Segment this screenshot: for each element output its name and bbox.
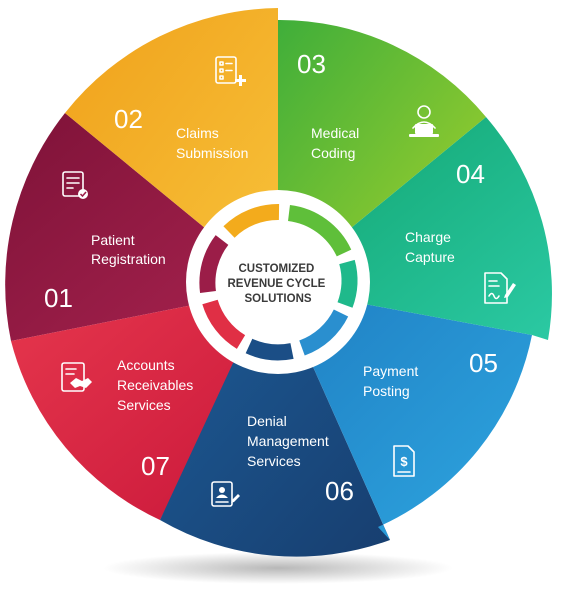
center-line-2: REVENUE CYCLE: [228, 278, 326, 290]
diagram-shadow: [103, 552, 453, 584]
segment-01-label: Patient Registration: [91, 232, 166, 267]
profile-document-icon: [211, 481, 240, 507]
segment-02-label: Claims Submission: [176, 125, 248, 161]
cycle-arrow-red: [202, 299, 246, 349]
segment-04-content: 04 Charge Capture: [405, 159, 516, 304]
cycle-arrows: [199, 204, 358, 361]
segment-07-label: Accounts Receivables Services: [117, 357, 197, 413]
segment-06-content: 06 Denial Management Services: [211, 413, 354, 507]
center-title: CUSTOMIZED REVENUE CYCLE SOLUTIONS: [228, 263, 329, 305]
segment-03-content: 03 Medical Coding: [297, 49, 439, 161]
segment-07-content: 07 Accounts Receivables Services: [61, 357, 197, 481]
segment-01-content: 01 Patient Registration: [44, 171, 166, 313]
segment-07-number: 07: [141, 451, 170, 481]
cycle-arrow-yellow: [223, 204, 280, 238]
segment-04-label: Charge Capture: [405, 229, 455, 265]
segment-06-number: 06: [325, 476, 354, 506]
center-line-1: CUSTOMIZED: [238, 263, 314, 275]
segment-05-number: 05: [469, 348, 498, 378]
signed-document-icon: [484, 272, 516, 304]
registration-form-icon: [62, 171, 88, 199]
segment-02-content: 02 Claims Submission: [114, 56, 248, 161]
cycle-arrow-maroon: [199, 235, 229, 294]
center-inner-white: [220, 224, 336, 340]
svg-text:$: $: [400, 454, 408, 469]
claim-checklist-icon: [215, 56, 246, 86]
cycle-arrow-teal: [337, 259, 358, 308]
cycle-arrow-green: [287, 205, 352, 257]
coder-laptop-icon: [409, 105, 439, 137]
segment-payment-posting[interactable]: [278, 288, 532, 540]
segment-accounts-receivables[interactable]: [11, 288, 278, 520]
segment-06-label: Denial Management Services: [247, 413, 333, 469]
center-line-3: SOLUTIONS: [244, 293, 311, 305]
cycle-arrow-navy: [245, 338, 294, 361]
segment-03-label: Medical Coding: [311, 125, 363, 161]
cycle-arrow-blue: [298, 309, 349, 356]
segment-03-number: 03: [297, 49, 326, 79]
center-hub: CUSTOMIZED REVENUE CYCLE SOLUTIONS: [186, 190, 370, 374]
segment-02-number: 02: [114, 104, 143, 134]
handshake-document-icon: [61, 362, 92, 392]
segment-denial-management[interactable]: [160, 288, 390, 557]
dollar-invoice-icon: $: [393, 445, 415, 477]
segment-05-label: Payment Posting: [363, 363, 422, 399]
segment-04-number: 04: [456, 159, 485, 189]
segment-01-number: 01: [44, 283, 73, 313]
segment-05-content: 05 Payment Posting $: [363, 348, 498, 477]
